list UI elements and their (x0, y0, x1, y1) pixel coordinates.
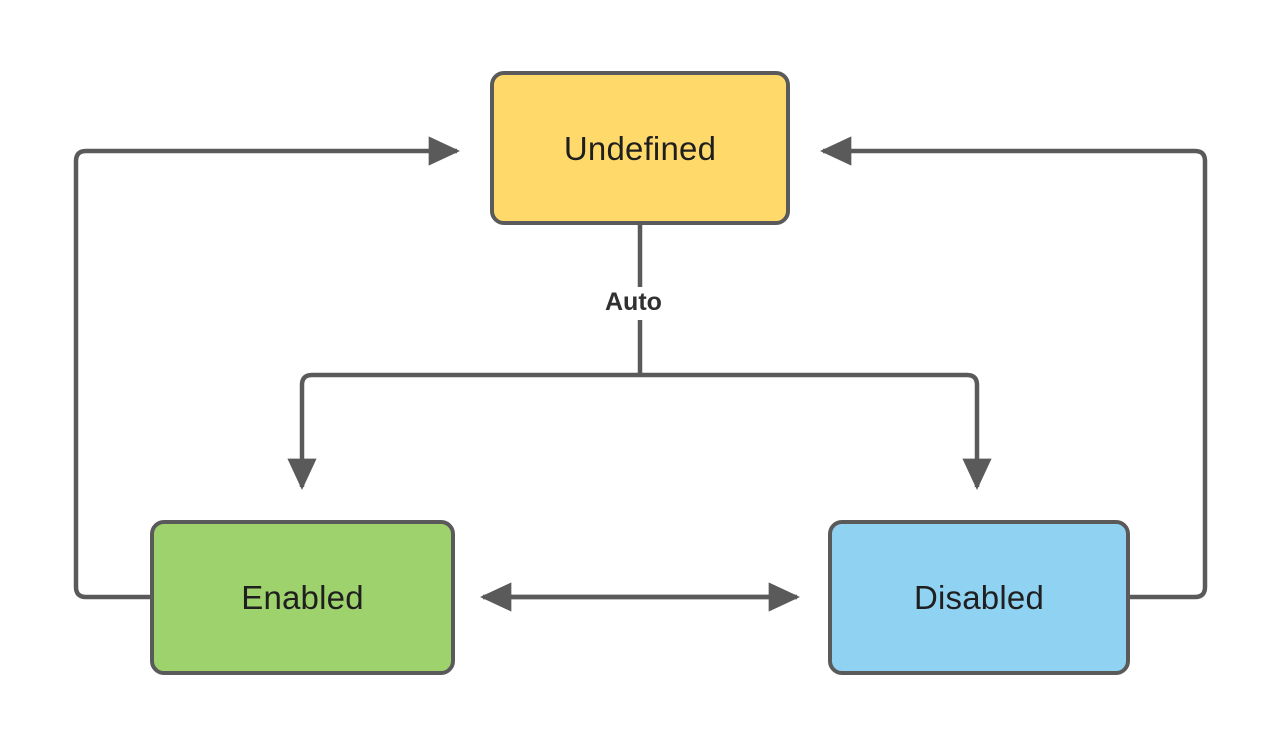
edge-auto-to-enabled (287, 372, 640, 490)
edge-disabled-to-undefined (820, 136, 1208, 600)
state-node-disabled[interactable]: Disabled (828, 520, 1130, 675)
state-node-undefined[interactable]: Undefined (490, 71, 790, 225)
edge-label-auto: Auto (598, 287, 669, 319)
state-node-undefined-label: Undefined (563, 129, 717, 167)
edge-enabled-to-undefined (73, 136, 460, 600)
state-node-enabled[interactable]: Enabled (150, 520, 455, 675)
edge-auto-to-disabled (640, 372, 992, 490)
state-node-disabled-label: Disabled (913, 579, 1044, 616)
state-node-enabled-label: Enabled (241, 579, 364, 616)
